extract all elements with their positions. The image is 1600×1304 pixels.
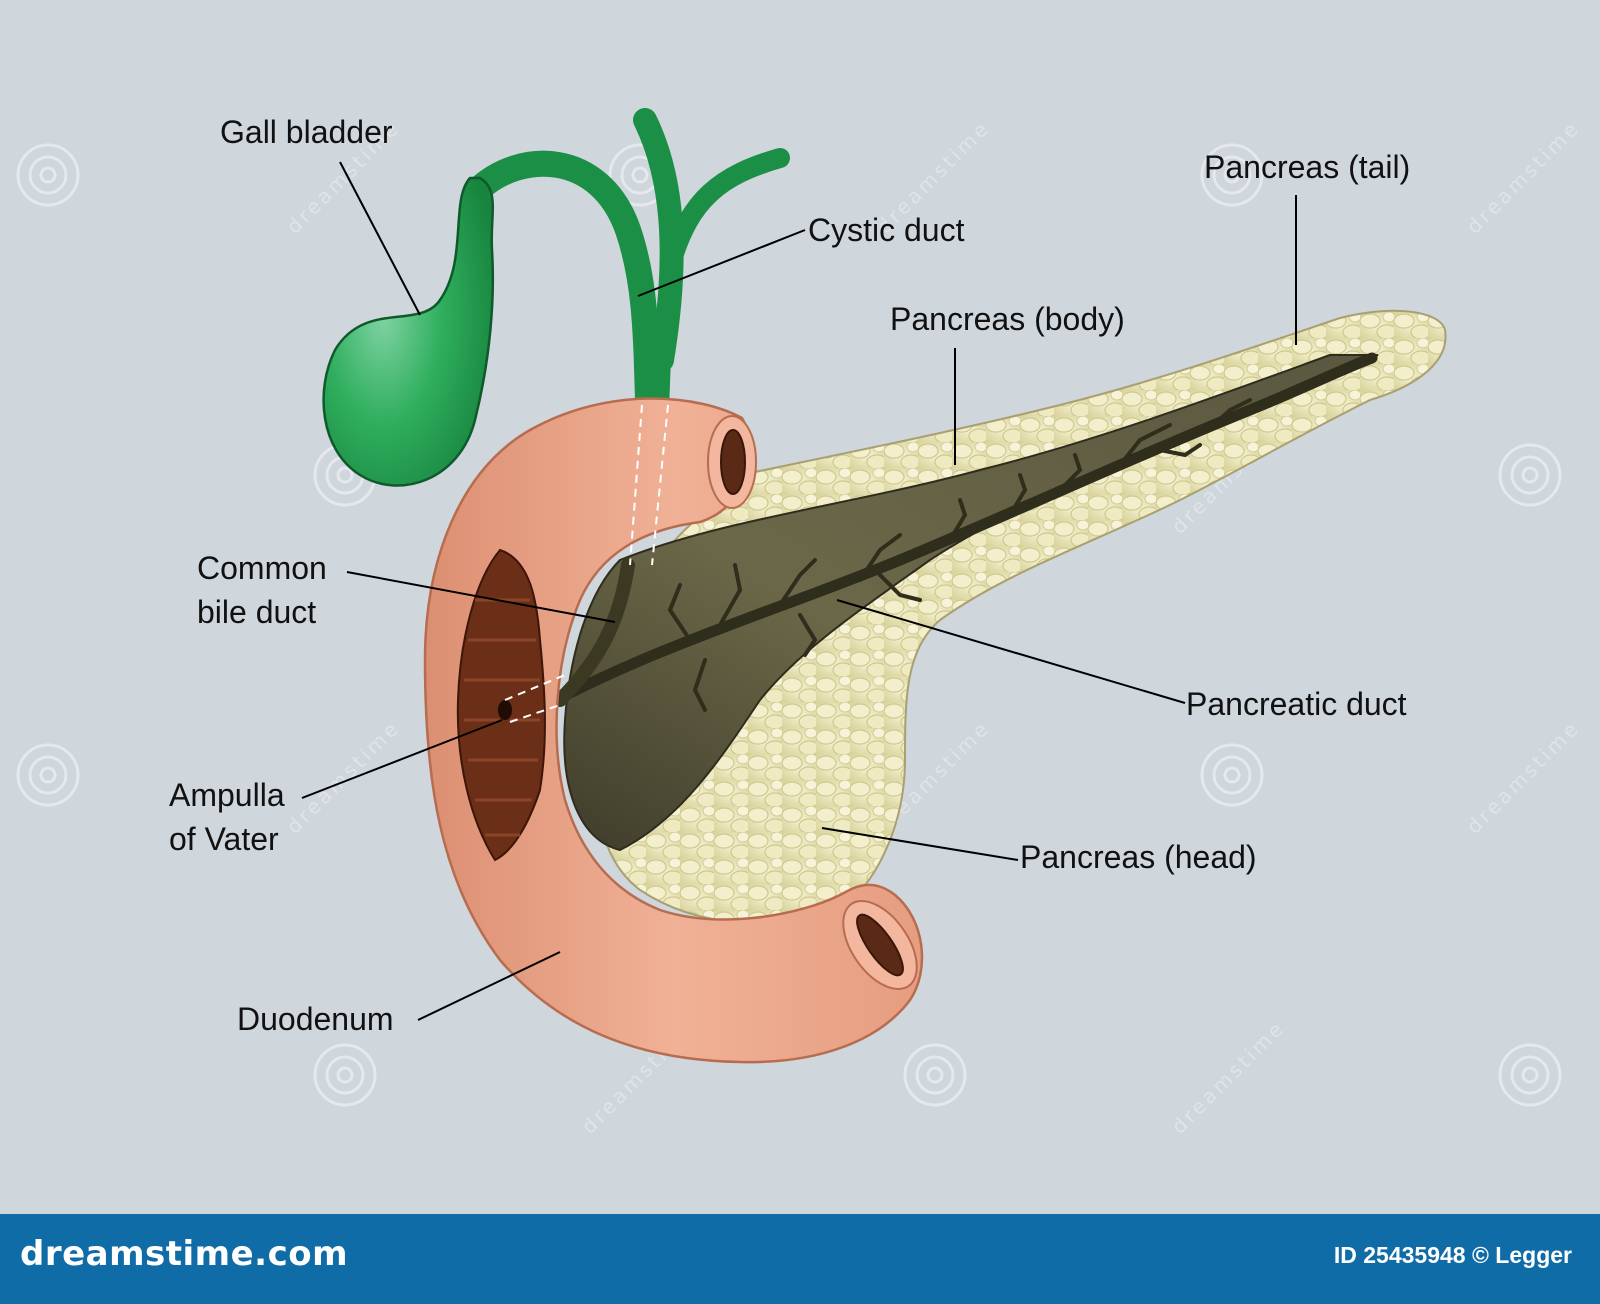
watermark-text: dreamstime: [1462, 715, 1585, 838]
watermark-text: dreamstime: [1462, 115, 1585, 238]
common-bile-duct: [553, 558, 635, 707]
duodenum-lumen-lower: [856, 913, 904, 977]
duct-branch: [1208, 398, 1252, 430]
hidden-duct-outlines: [504, 404, 669, 723]
leader-lines: [301, 161, 1297, 1021]
label-ampulla-line1: Ampulla: [169, 777, 285, 813]
watermark-text: dreamstime: [282, 715, 405, 838]
duct-branch: [778, 558, 817, 607]
watermark-spiral-icon: [16, 143, 80, 207]
label-ampulla-line2: of Vater: [169, 821, 279, 857]
duct-branch: [858, 533, 902, 582]
leader-gall-bladder: [339, 161, 421, 316]
watermark-text: dreamstime: [1167, 1015, 1290, 1138]
leader-ampulla: [301, 719, 503, 799]
watermark-spiral-icon: [313, 1043, 377, 1107]
label-pancreas-body: Pancreas (body): [890, 301, 1125, 337]
duct-branch: [1118, 423, 1172, 467]
label-common-bile-duct-line1: Common: [197, 550, 327, 586]
watermark-spiral-icon: [16, 743, 80, 807]
duct-branch: [1058, 453, 1083, 492]
watermark-spiral-icon: [1498, 1043, 1562, 1107]
duct-branch: [798, 613, 818, 657]
common-hepatic-duct: [635, 313, 672, 427]
duct-branch: [667, 583, 692, 642]
footer-bar: dreamstime.com ID 25435948 © Legger: [0, 1214, 1600, 1304]
label-duodenum: Duodenum: [237, 1001, 394, 1037]
label-gall-bladder: Gall bladder: [220, 114, 393, 150]
leader-duodenum: [417, 951, 561, 1021]
label-cystic-duct: Cystic duct: [808, 212, 965, 248]
duct-branch: [692, 658, 707, 712]
label-pancreas-tail: Pancreas (tail): [1204, 149, 1411, 185]
duct-branch: [718, 563, 743, 627]
pancreatic-duct-branches: [667, 398, 1252, 712]
leader-pancreatic-duct: [836, 599, 1186, 704]
leader-common-bile-duct: [346, 571, 616, 623]
watermark-spiral-icon: [903, 1043, 967, 1107]
duct-branch: [948, 498, 968, 542]
stock-id-credit: ID 25435948 © Legger: [1333, 1242, 1572, 1268]
anatomy-illustration: dreamstime dreamstime dreamstime dreamst…: [16, 108, 1585, 1139]
watermark-spiral-icon: [1200, 143, 1264, 207]
duodenal-folds: [464, 598, 540, 837]
duct-branch: [1008, 473, 1028, 517]
hepatic-duct-left: [662, 148, 790, 270]
brand-logo[interactable]: dreamstime.com: [20, 1234, 349, 1274]
label-pancreas-head: Pancreas (head): [1020, 839, 1257, 875]
watermark-spiral-icon: [1200, 743, 1264, 807]
leader-cystic-duct: [637, 229, 806, 297]
pancreatic-duct: [514, 352, 1378, 726]
label-pancreatic-duct: Pancreatic duct: [1186, 686, 1407, 722]
duodenum: [423, 397, 924, 1064]
biliary-ducts: [465, 108, 790, 427]
duct-branch: [878, 573, 922, 602]
diagram-stage: dreamstime dreamstime dreamstime dreamst…: [16, 108, 1585, 1139]
duct-branch: [1158, 443, 1202, 458]
duodenum-lumen-upper: [720, 429, 746, 495]
label-common-bile-duct-line2: bile duct: [197, 594, 317, 630]
pancreatic-duct-main: [514, 352, 1378, 726]
ampulla-of-vater: [496, 698, 514, 722]
gall-bladder: [322, 176, 495, 487]
watermark-spiral-icon: [1498, 443, 1562, 507]
cystic-duct: [465, 150, 661, 413]
leader-pancreas-head: [821, 827, 1019, 861]
